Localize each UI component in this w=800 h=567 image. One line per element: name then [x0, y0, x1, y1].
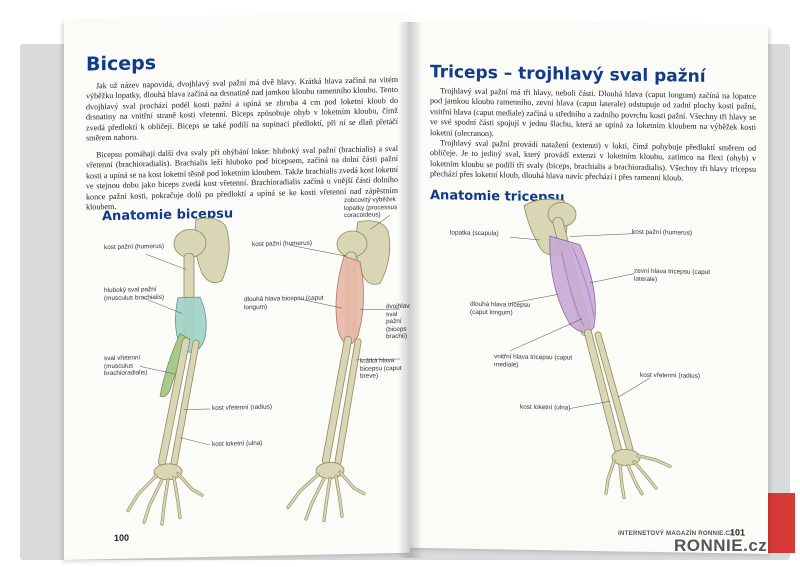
triceps-arm-illustration — [510, 198, 672, 500]
page-title-biceps: Biceps — [86, 52, 157, 76]
label-coracoid-process-text: zobcovitý výběžek lopatky (processus cor… — [344, 196, 398, 220]
book-gutter-shadow — [398, 22, 422, 558]
triceps-paragraph-1-text: Trojhlavý sval pažní má tři hlavy, nebol… — [430, 86, 756, 138]
label-ulna: kost loketní (ulna) — [520, 403, 571, 412]
label-triceps-long-head-text: dlouhá hlava tricepsu (caput longum) — [470, 300, 531, 317]
label-brachioradialis: sval vřetenní (musculus brachioradialis) — [104, 354, 160, 378]
watermark: INTERNETOVÝ MAGAZÍN RONNIE.CZ RONNIE.cz — [618, 530, 798, 564]
biceps-arm-illustration-2 — [286, 214, 400, 523]
biceps-paragraph-1-text: Jak už název napovídá, dvojhlavý sval pa… — [86, 75, 398, 143]
watermark-top-text: INTERNETOVÝ MAGAZÍN RONNIE.CZ — [618, 530, 735, 537]
biceps-arm-illustration-1 — [126, 217, 230, 526]
label-ulna: kost loketní (ulna) — [212, 439, 263, 448]
triceps-paragraph-1: Trojhlavý sval pažní má tři hlavy, nebol… — [430, 86, 756, 144]
page-number-left: 100 — [114, 532, 130, 543]
label-brachialis-text: hluboký sval pažní (musculus brachialis) — [104, 286, 165, 302]
triceps-paragraph-2-text: Trojhlavý sval pažní provádí natažení (e… — [430, 138, 756, 183]
label-brachioradialis-text: sval vřetenní (musculus brachioradialis) — [104, 354, 148, 378]
label-triceps-lateral-head-text: zevní hlava tricepsu (caput laterale) — [634, 267, 711, 283]
label-triceps-medial-head: vnitřní hlava tricepsu (caput mediale) — [494, 353, 574, 370]
page-title-triceps: Triceps – trojhlavý sval pažní — [430, 62, 706, 87]
label-humerus: kost pažní (humerus) — [632, 228, 693, 237]
open-book: Biceps Jak už název napovídá, dvojhlavý … — [20, 8, 795, 561]
label-biceps-short-head-text: krátká hlava bicepsu (caput breve) — [360, 357, 402, 380]
label-biceps-long-head: dlouhá hlava bicepsu (caput longum) — [244, 295, 324, 312]
label-humerus-2: kost pažní (humerus) — [252, 239, 313, 249]
label-scapula: lopatka (scapula) — [450, 229, 499, 238]
right-page: Triceps – trojhlavý sval pažní Trojhlavý… — [410, 19, 768, 554]
left-page: Biceps Jak už název napovídá, dvojhlavý … — [64, 12, 410, 561]
label-biceps-long-head-text: dlouhá hlava bicepsu (caput longum) — [244, 294, 324, 311]
label-triceps-long-head: dlouhá hlava tricepsu (caput longum) — [470, 301, 542, 317]
label-triceps-lateral-head: zevní hlava tricepsu (caput laterale) — [634, 268, 726, 285]
label-triceps-medial-head-text: vnitřní hlava tricepsu (caput mediale) — [494, 353, 573, 369]
label-humerus: kost pažní (humerus) — [104, 242, 165, 252]
biceps-paragraph-1: Jak už název napovídá, dvojhlavý sval pa… — [86, 75, 398, 144]
watermark-logo: RONNIE.cz — [674, 536, 768, 555]
label-radius: kost vřetenní (radius) — [640, 371, 701, 380]
label-brachialis: hluboký sval pažní (musculus brachialis) — [104, 286, 174, 303]
triceps-paragraph-2: Trojhlavý sval pažní provádí natažení (e… — [430, 138, 756, 185]
